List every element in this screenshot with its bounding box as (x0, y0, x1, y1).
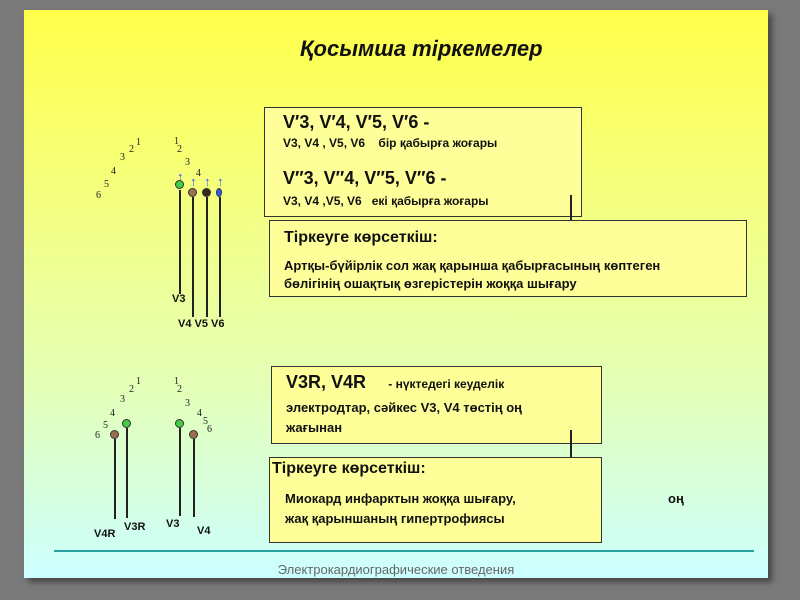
indication-box-2: Тіркеуге көрсеткіш: Миокард инфарктын жо… (269, 457, 602, 543)
page-title: Қосымша тіркемелер (300, 36, 543, 61)
electrode-v5 (202, 188, 211, 197)
electrode-v6 (216, 188, 222, 197)
indication-box-1: Тіркеуге көрсеткіш: Артқы-бүйірлік сол ж… (269, 220, 747, 297)
footer-text: Электрокардиографические отведения (277, 562, 515, 577)
footer-divider (54, 550, 754, 552)
right-leads-box: V3R, V4R - нүктедегі кеуделік электродта… (271, 366, 602, 444)
electrode-v3 (175, 180, 184, 189)
electrode-v4 (188, 188, 197, 197)
lead-description-box: V′3, V′4, V′5, V′6 - V3, V4 , V5, V6 бір… (264, 107, 582, 217)
